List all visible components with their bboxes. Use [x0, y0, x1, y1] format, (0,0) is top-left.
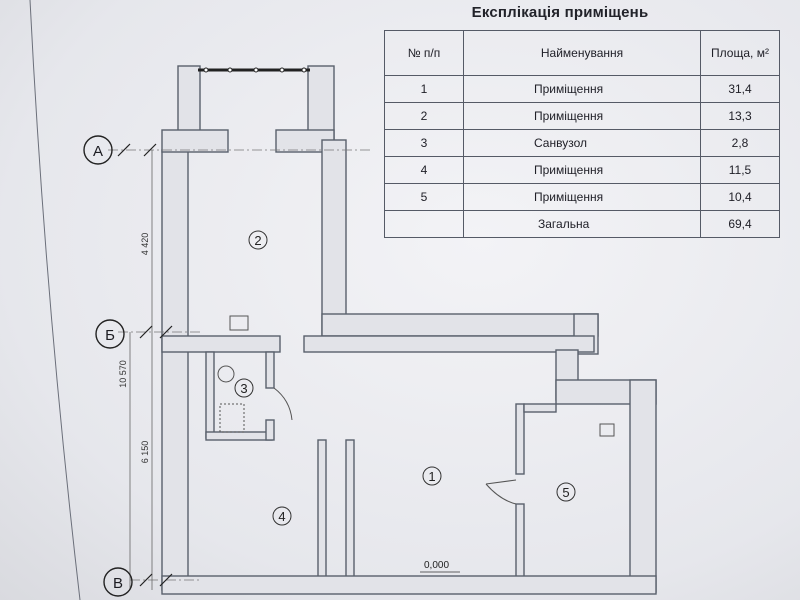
window-top [198, 67, 310, 73]
toilet-icon [217, 365, 235, 383]
dimension-ticks [117, 143, 173, 587]
wall-room2-right [321, 139, 347, 341]
axis-label-b: Б [105, 327, 115, 344]
table-row: 3 Санвузол 2,8 [384, 129, 780, 157]
elevation-mark: 0,000 [424, 560, 449, 571]
explication-table: № п/п Найменування Площа, м² 1 Приміщенн… [384, 30, 780, 238]
wall-left [161, 149, 189, 591]
dimension-b-v: 6 150 [140, 441, 150, 464]
wall-top-left [161, 129, 229, 153]
wall-b-left [161, 335, 281, 353]
room-marker-3: 3 [234, 378, 254, 398]
wall-b-right [303, 335, 595, 353]
sink-icon [229, 315, 249, 331]
row-number: 3 [384, 129, 464, 157]
dimension-a-b: 4 420 [140, 233, 150, 256]
door-leaf-room5 [485, 479, 517, 485]
axis-label-v: В [113, 575, 123, 592]
wall-right [629, 379, 657, 593]
row-number: 5 [384, 183, 464, 211]
table-row: 1 Приміщення 31,4 [384, 75, 780, 103]
row-area: 10,4 [700, 183, 780, 211]
walls [161, 65, 657, 595]
explication-title: Експлікація приміщень [471, 4, 649, 21]
axis-bubble-v: В [103, 567, 133, 597]
axis-bubble-a: А [83, 135, 113, 165]
page-margin-line [29, 0, 81, 600]
row-name: Приміщення [463, 156, 701, 184]
wall-bath-right-lower [265, 419, 275, 441]
wall-bath-bottom [205, 431, 273, 441]
room-number-3: 3 [240, 381, 247, 396]
room-marker-2: 2 [248, 230, 268, 250]
wall-partition-1-5-upper [515, 403, 525, 475]
table-header-row: № п/п Найменування Площа, м² [384, 30, 780, 76]
total-empty-cell [384, 210, 464, 238]
row-name: Санвузол [463, 129, 701, 157]
shower-tray-icon [219, 403, 245, 433]
wall-room1-left [345, 439, 355, 591]
row-number: 4 [384, 156, 464, 184]
room-number-2: 2 [254, 233, 261, 248]
axis-label-a: А [93, 143, 103, 160]
boiler-icon [599, 423, 615, 437]
axis-bubble-b: Б [95, 319, 125, 349]
total-label: Загальна [463, 210, 701, 238]
row-area: 31,4 [700, 75, 780, 103]
row-area: 2,8 [700, 129, 780, 157]
wall-bath-right-upper [265, 351, 275, 389]
wall-bath-left [205, 351, 215, 439]
wall-bottom [161, 575, 657, 595]
total-area: 69,4 [700, 210, 780, 238]
wall-room4-right [317, 439, 327, 591]
room-marker-1: 1 [422, 466, 442, 486]
room-marker-4: 4 [272, 506, 292, 526]
row-name: Приміщення [463, 75, 701, 103]
wall-corridor-top [321, 313, 599, 337]
room-marker-5: 5 [556, 482, 576, 502]
door-swing-room5 [485, 483, 517, 505]
row-number: 1 [384, 75, 464, 103]
wall-room5-inner-top [523, 403, 557, 413]
room-number-5: 5 [562, 485, 569, 500]
room-number-1: 1 [428, 469, 435, 484]
dimension-b-v-total: 10 570 [118, 360, 128, 388]
row-area: 13,3 [700, 102, 780, 130]
table-total-row: Загальна 69,4 [384, 210, 780, 238]
door-swing-bath [273, 387, 293, 421]
room-number-4: 4 [278, 509, 285, 524]
